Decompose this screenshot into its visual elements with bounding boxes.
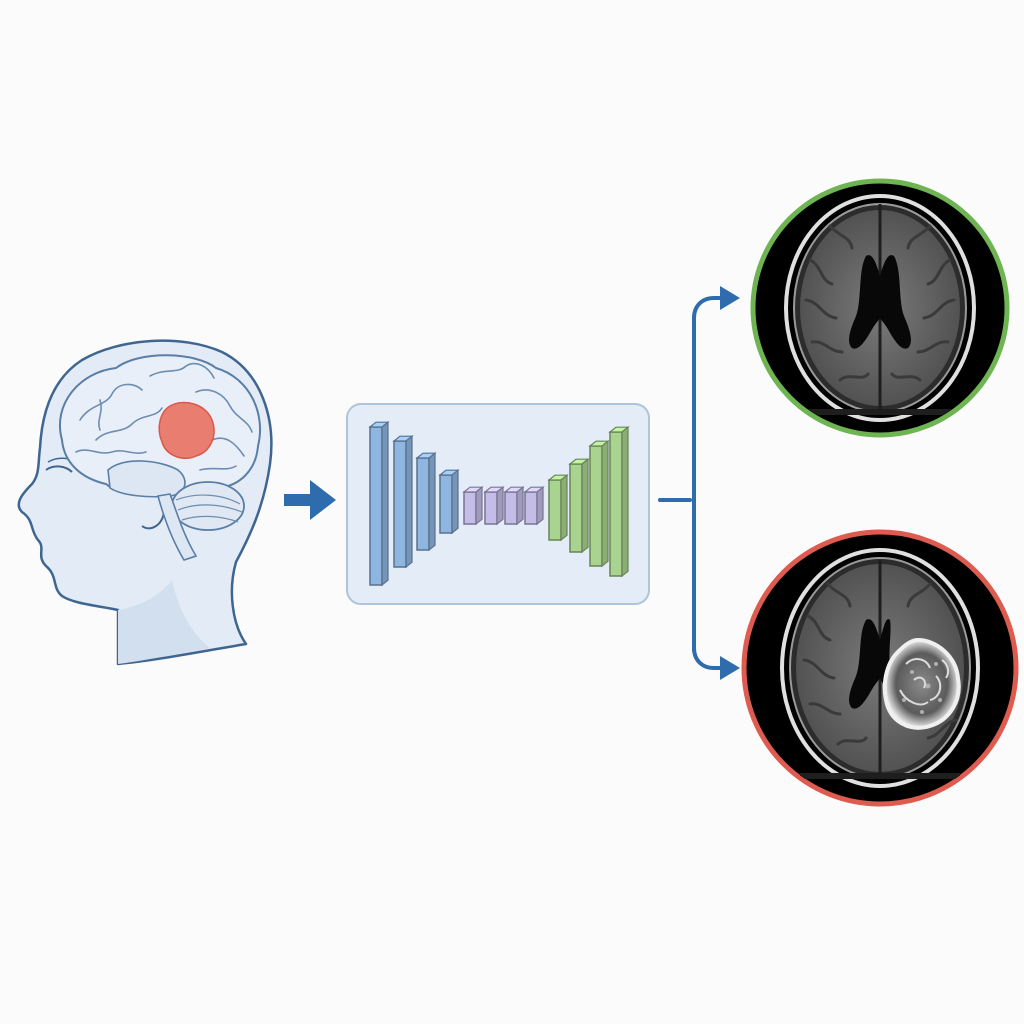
tumor-sulci — [802, 582, 958, 746]
bottleneck-block — [462, 485, 484, 526]
encoder-block — [438, 468, 460, 535]
neck-shade — [118, 580, 210, 664]
bottleneck-block — [483, 485, 505, 526]
decoder-block — [608, 425, 630, 578]
tumor-lesion — [882, 637, 961, 730]
mri-tumor-brain-icon — [741, 529, 1019, 807]
temporal-lobe — [107, 460, 186, 498]
head-brain-tumor-icon — [17, 339, 273, 666]
cerebellum — [171, 481, 245, 531]
branch-connector — [658, 296, 724, 670]
healthy-sulci — [804, 224, 956, 382]
arrow-up-branch-icon — [720, 286, 740, 310]
arrow-down-branch-icon — [720, 656, 740, 680]
tumor-ventricles — [849, 619, 894, 709]
encoder-block — [392, 434, 414, 569]
decoder-block — [568, 457, 590, 554]
decoder-block — [588, 439, 610, 568]
brain-stem — [156, 493, 198, 561]
healthy-ventricles — [849, 255, 911, 349]
brain-gyri — [75, 362, 253, 471]
bottleneck-block — [503, 485, 525, 526]
bottleneck-block — [523, 485, 545, 526]
network-blocks — [368, 420, 630, 587]
encoder-block — [368, 420, 390, 587]
mri-healthy-brain-icon — [750, 178, 1010, 438]
eye — [45, 465, 73, 473]
decoder-block — [547, 473, 569, 542]
encoder-block — [415, 451, 437, 552]
encoder-decoder-network-icon — [346, 403, 650, 605]
arrow-right-icon — [284, 480, 336, 520]
tumor-highlight — [158, 401, 215, 460]
